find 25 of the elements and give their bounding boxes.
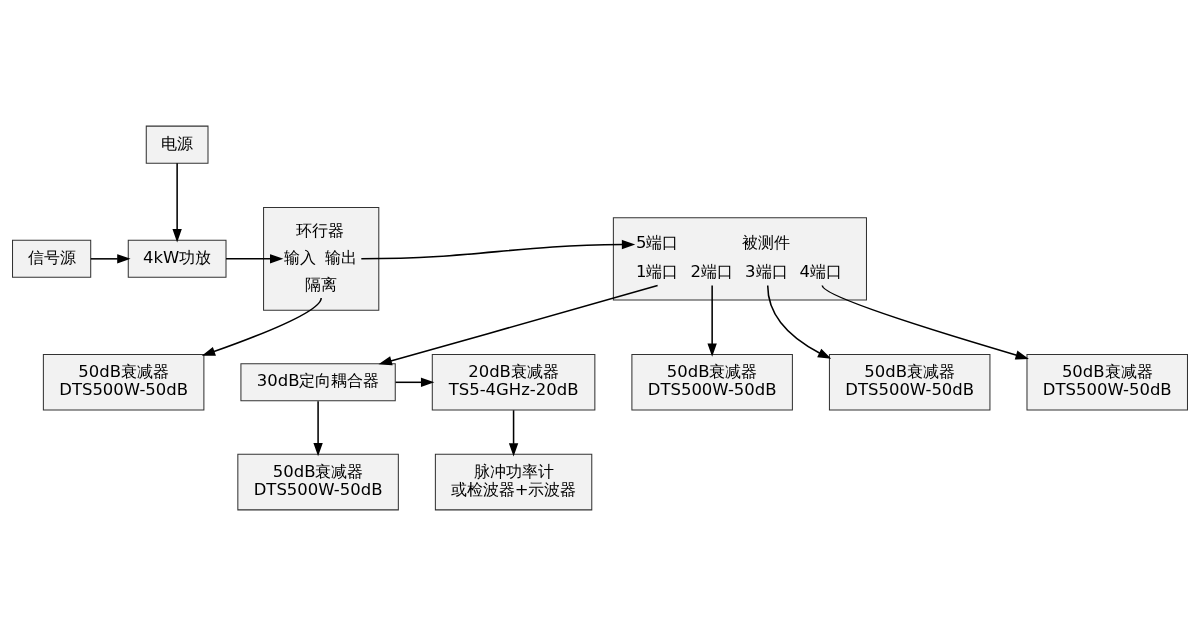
node-box: 信号源 bbox=[12, 239, 92, 278]
node-box: 50dB衰减器 DTS500W-50dB bbox=[1026, 353, 1188, 411]
node-box: 脉冲功率计 或检波器+示波器 bbox=[434, 453, 593, 510]
arrow bbox=[378, 284, 659, 365]
node-box: 环行器 输入 输出 隔离 bbox=[263, 206, 380, 311]
arrow bbox=[225, 253, 284, 264]
node-box: 4kW功放 bbox=[127, 239, 227, 278]
node-box: 50dB衰减器 DTS500W-50dB bbox=[631, 353, 793, 411]
arrow bbox=[508, 409, 519, 456]
node-box: 20dB衰减器 TS5-4GHz-20dB bbox=[431, 353, 596, 411]
arrow bbox=[394, 377, 435, 387]
node-box: 电源 bbox=[145, 125, 209, 164]
arrow bbox=[766, 284, 832, 359]
arrow bbox=[201, 296, 322, 356]
arrow bbox=[90, 253, 131, 264]
node-box: 50dB衰减器 DTS500W-50dB bbox=[237, 453, 399, 510]
node-box: 5端口 被测件 1端口 2端口 3端口 4端口 bbox=[612, 216, 867, 300]
node-box: 50dB衰减器 DTS500W-50dB bbox=[828, 353, 991, 411]
arrow bbox=[821, 284, 1029, 360]
arrow bbox=[360, 239, 636, 260]
arrow bbox=[313, 400, 323, 456]
node-box: 30dB定向耦合器 bbox=[240, 362, 396, 401]
node-box: 50dB衰减器 DTS500W-50dB bbox=[42, 353, 205, 411]
arrow bbox=[707, 284, 717, 357]
arrow bbox=[172, 161, 182, 242]
